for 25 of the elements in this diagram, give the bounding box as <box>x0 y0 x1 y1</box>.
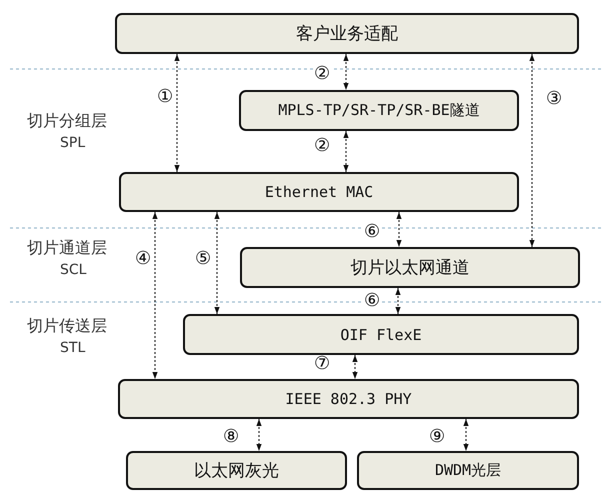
arrow <box>396 212 402 248</box>
layer-abbreviation: SPL <box>60 136 86 150</box>
arrow <box>174 54 180 172</box>
layer-box: IEEE 802.3 PHY <box>118 379 579 419</box>
arrow <box>343 54 349 90</box>
layer-abbreviation: STL <box>60 341 86 355</box>
layer-box: DWDM光层 <box>357 451 579 490</box>
arrow <box>529 54 535 248</box>
arrow <box>343 130 349 172</box>
arrow <box>352 354 358 380</box>
layer-box: 客户业务适配 <box>115 13 579 54</box>
arrow <box>395 288 401 314</box>
layer-box: 以太网灰光 <box>126 451 347 490</box>
layer-box: 切片以太网通道 <box>240 247 580 288</box>
arrow <box>256 418 262 452</box>
layer-name: 切片分组层 <box>27 113 107 129</box>
arrow <box>152 212 158 380</box>
arrow <box>214 212 220 314</box>
layer-box: MPLS-TP/SR-TP/SR-BE隧道 <box>239 90 519 131</box>
arrow <box>463 418 469 452</box>
layer-name: 切片通道层 <box>27 240 107 256</box>
layer-box: Ethernet MAC <box>119 172 519 212</box>
layer-name: 切片传送层 <box>27 318 107 334</box>
layer-abbreviation: SCL <box>60 263 86 277</box>
layer-box: OIF FlexE <box>183 314 579 355</box>
